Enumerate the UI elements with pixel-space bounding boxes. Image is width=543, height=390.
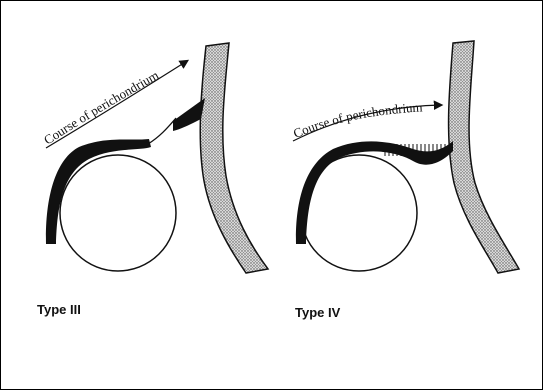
round-structure-1 bbox=[60, 155, 176, 271]
curve-label-1: Course of perichondrium bbox=[41, 67, 161, 147]
caption-type-iii: Type III bbox=[37, 302, 81, 317]
cartilage-strip-2 bbox=[449, 41, 519, 273]
panel-type-iv: Course of perichondrium Type IV bbox=[291, 41, 519, 320]
caption-type-iv: Type IV bbox=[295, 305, 341, 320]
cartilage-strip-1 bbox=[200, 43, 268, 273]
attachment-line-1 bbox=[148, 118, 176, 144]
curve-label-2: Course of perichondrium bbox=[291, 100, 423, 141]
panel-type-iii: Course of perichondrium Type III bbox=[37, 43, 268, 317]
